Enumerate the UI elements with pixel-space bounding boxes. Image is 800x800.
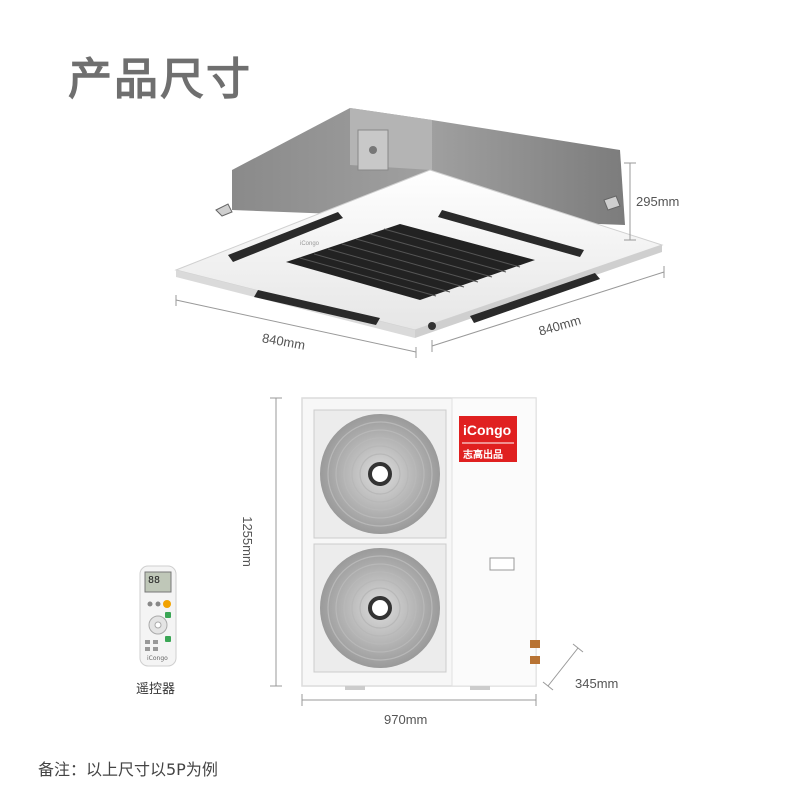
remote-screen [144, 571, 172, 593]
side-handle [489, 557, 515, 571]
louver [470, 273, 600, 323]
louver [254, 290, 380, 325]
remote-brand: iCongo [147, 655, 168, 662]
indoor-height-label: 295mm [636, 194, 680, 209]
outdoor-width-label: 970mm [384, 712, 428, 727]
indicator-light [428, 322, 436, 330]
panel-brand-text: iCongo [300, 241, 320, 247]
outdoor-height-label: 1255mm [239, 516, 255, 567]
remote-control [139, 565, 177, 667]
brand-badge [459, 416, 517, 462]
page-title: 产品尺寸 [68, 54, 252, 105]
louver [228, 212, 343, 262]
outdoor-depth-label: 345mm [575, 676, 619, 691]
indoor-cassette-unit: iCongo [174, 108, 664, 338]
outdoor-dimension-lines [270, 397, 584, 706]
remote-display-digits: 88 [148, 575, 161, 586]
remote-label: 遥控器 [136, 682, 176, 697]
pipe-valve [530, 656, 540, 664]
louver [438, 210, 584, 257]
footnote: 备注：以上尺寸以5P为例 [38, 760, 218, 779]
pipe-valve [530, 640, 540, 648]
indoor-dimension-lines [175, 162, 665, 358]
outdoor-unit [301, 397, 540, 690]
brand-slogan: 志高出品 [463, 450, 503, 461]
brand-logo: iCongo [463, 422, 512, 438]
